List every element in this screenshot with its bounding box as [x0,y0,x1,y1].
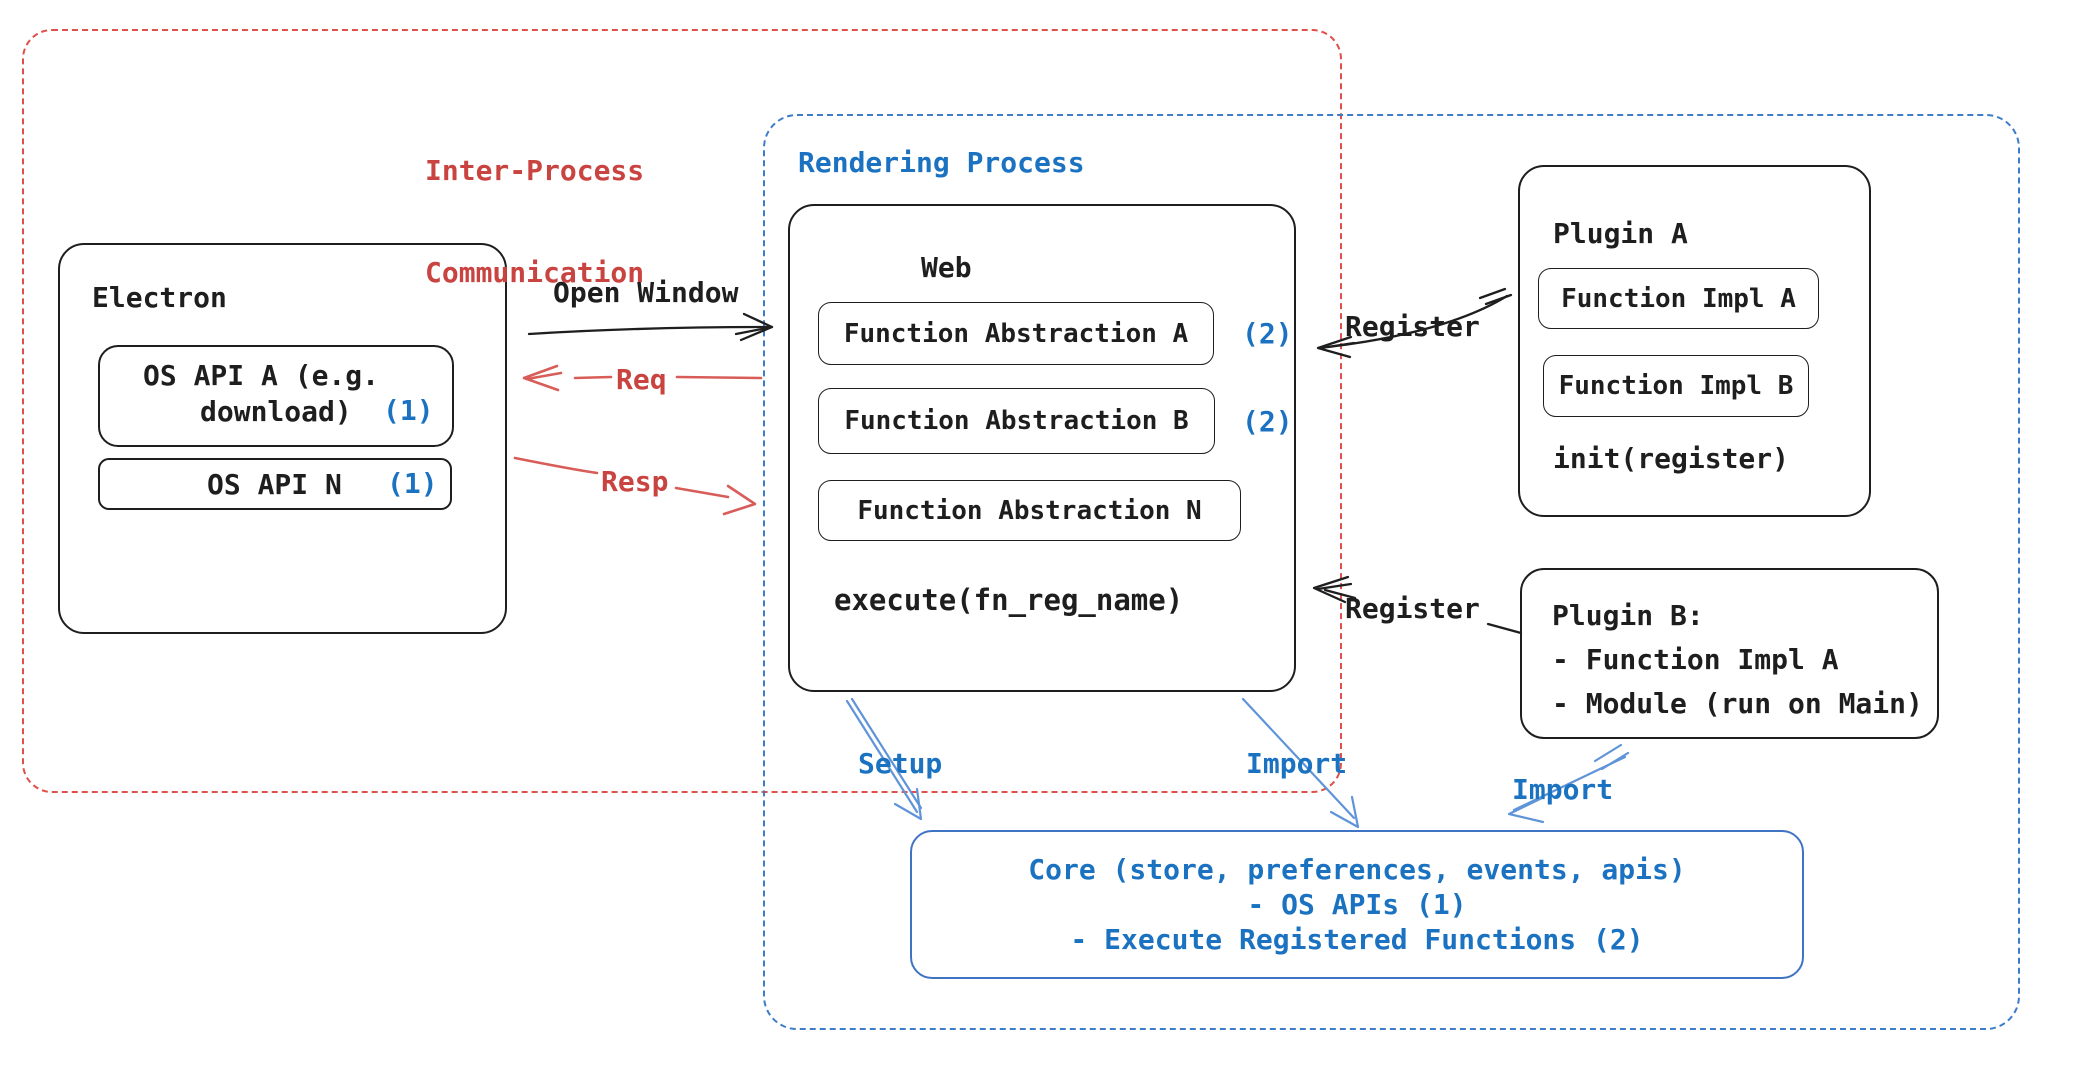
execute-label: execute(fn_reg_name) [834,583,1184,617]
plugin-b-title: Plugin B: [1552,599,1704,632]
function-impl-a-box: Function Impl A [1538,268,1819,329]
function-abstraction-b-badge: (2) [1242,405,1293,438]
plugin-a-title: Plugin A [1553,217,1688,250]
function-abstraction-a-badge: (2) [1242,317,1293,350]
os-api-n-badge: (1) [387,467,438,500]
register-top-label: Register [1345,310,1480,343]
electron-box [58,243,507,634]
ipc-label-line2: Communication [425,256,645,289]
core-line-1: Core (store, preferences, events, apis) [1028,853,1686,886]
plugin-b-item2: - Module (run on Main) [1552,687,1923,720]
web-title: Web [921,251,972,284]
core-box: Core (store, preferences, events, apis) … [910,830,1804,979]
function-impl-a-label: Function Impl A [1561,283,1796,314]
function-impl-b-box: Function Impl B [1543,355,1809,417]
function-abstraction-a-box: Function Abstraction A [818,302,1214,365]
os-api-a-line1: OS API A (e.g. [143,359,380,392]
web-box [788,204,1296,692]
rendering-process-title: Rendering Process [798,146,1085,179]
os-api-a-line2: download) [200,395,352,428]
function-abstraction-n-label: Function Abstraction N [857,495,1202,526]
plugin-b-box [1520,568,1939,739]
os-api-a-badge: (1) [383,394,434,427]
os-api-a-box [98,345,454,447]
plugin-a-box [1518,165,1871,517]
resp-label: Resp [601,465,669,498]
function-abstraction-a-label: Function Abstraction A [843,318,1189,349]
open-window-label: Open Window [553,276,739,309]
function-abstraction-b-box: Function Abstraction B [818,388,1215,454]
plugin-b-item1: - Function Impl A [1552,643,1839,676]
os-api-n-label: OS API N [207,468,342,501]
function-abstraction-b-label: Function Abstraction B [844,406,1189,436]
core-line-3: - Execute Registered Functions (2) [1070,923,1644,956]
setup-label: Setup [858,747,943,780]
init-register-label: init(register) [1553,442,1790,475]
ipc-label: Inter-Process Communication [425,86,644,358]
ipc-label-line1: Inter-Process [425,154,645,187]
core-line-2: - OS APIs (1) [1247,888,1467,921]
os-api-n-box [98,458,452,510]
register-bottom-label: Register [1345,592,1480,625]
electron-title: Electron [92,281,227,314]
function-abstraction-n-box: Function Abstraction N [818,480,1241,541]
import-web-label: Import [1246,747,1348,780]
function-impl-b-label: Function Impl B [1558,371,1794,401]
import-plugin-label: Import [1512,773,1614,806]
req-label: Req [616,363,667,396]
